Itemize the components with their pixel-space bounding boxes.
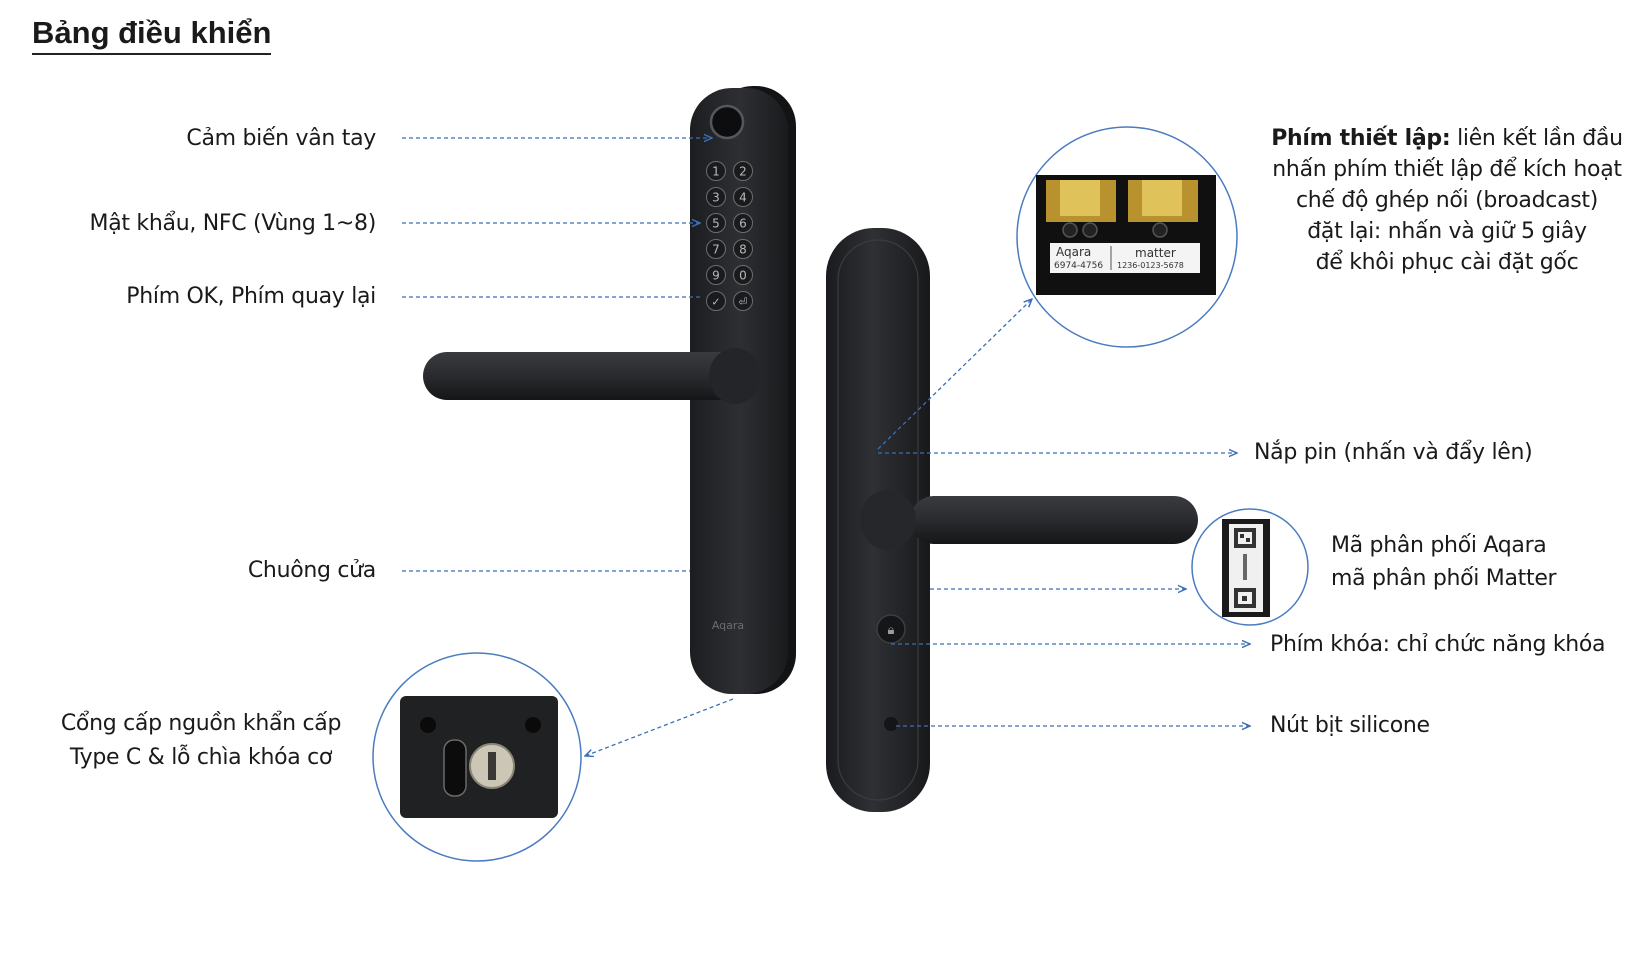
keypad-key-0 [733,265,753,285]
sticker-brand-code: 6974-4756 [1054,261,1103,271]
label-setup-key: Phím thiết lập: liên kết lần đầu nhấn ph… [1262,123,1632,278]
ok-key-icon: ✓ [711,296,720,309]
emergency-port-detail [372,652,582,862]
label-battery-cover: Nắp pin (nhấn và đẩy lên) [1254,440,1533,465]
keypad-key-label: 9 [712,269,720,283]
label-lock-key: Phím khóa: chỉ chức năng khóa [1270,632,1606,657]
keypad-key-label: 4 [739,191,747,205]
keypad-key-9 [706,265,726,285]
lock-button [876,614,906,644]
keypad-key-5 [706,213,726,233]
sticker-brand: Aqara [1056,245,1091,259]
keypad-key-6 [733,213,753,233]
label-setup-line5: để khôi phục cài đặt gốc [1315,250,1579,275]
label-setup-line4: đặt lại: nhấn và giữ 5 giây [1307,219,1587,244]
label-emergency-line1: Cổng cấp nguồn khẩn cấp [60,711,342,736]
label-setup-line1: liên kết lần đầu [1450,126,1623,151]
label-keypad: Mật khẩu, NFC (Vùng 1~8) [89,211,377,236]
keypad-key-7 [706,239,726,259]
label-silicone-plug: Nút bịt silicone [1270,713,1430,738]
barcode-detail [1191,508,1309,626]
back-key-icon: ⏎ [738,296,747,309]
fingerprint-sensor [709,104,745,140]
label-emergency-line2: Type C & lỗ chìa khóa cơ [69,745,333,770]
battery-detail: Aqara 6974-4756 matter 1236-0123-5678 [1016,126,1238,348]
keypad-key-4 [733,187,753,207]
keypad-key-label: 7 [712,243,720,257]
label-setup-line2: nhấn phím thiết lập để kích hoạt [1272,157,1622,182]
ok-key [706,291,726,311]
keypad-key-2 [733,161,753,181]
label-emergency-power: Cổng cấp nguồn khẩn cấp Type C & lỗ chìa… [46,708,356,773]
label-code-line2: mã phân phối Matter [1331,566,1557,591]
keypad-key-label: 5 [712,217,720,231]
label-distribution-code: Mã phân phối Aqara mã phân phối Matter [1331,530,1557,594]
label-code-line1: Mã phân phối Aqara [1331,533,1547,558]
keypad-key-label: 1 [712,165,720,179]
keypad-key-label: 3 [712,191,720,205]
label-setup-line3: chế độ ghép nối (broadcast) [1295,188,1599,213]
type-c-port [443,739,467,797]
keypad-key-1 [706,161,726,181]
keypad-key-label: 6 [739,217,747,231]
leader-lines [402,138,1250,756]
label-doorbell: Chuông cửa [247,558,376,583]
back-lock: 🔒︎ [826,228,1198,812]
sticker-matter: matter [1135,246,1176,260]
front-lock: 1 2 3 4 5 6 7 8 9 0 ✓ ⏎ Aqara [423,86,796,694]
page-title: Bảng điều khiển [32,14,272,56]
keypad-key-8 [733,239,753,259]
lock-icon: 🔒︎ [888,623,895,638]
label-fingerprint-sensor: Cảm biến vân tay [186,126,376,151]
brand-logo: Aqara [712,619,744,632]
label-setup-bold: Phím thiết lập: [1271,126,1451,151]
silicone-plug [884,717,898,731]
keypad: 1 2 3 4 5 6 7 8 9 0 ✓ ⏎ [706,161,753,311]
label-ok-back-keys: Phím OK, Phím quay lại [126,284,376,309]
keypad-key-label: 2 [739,165,747,179]
keypad-key-3 [706,187,726,207]
sticker-matter-code: 1236-0123-5678 [1117,261,1184,270]
keypad-key-label: 8 [739,243,747,257]
keypad-key-label: 0 [739,269,747,283]
back-key [733,291,753,311]
